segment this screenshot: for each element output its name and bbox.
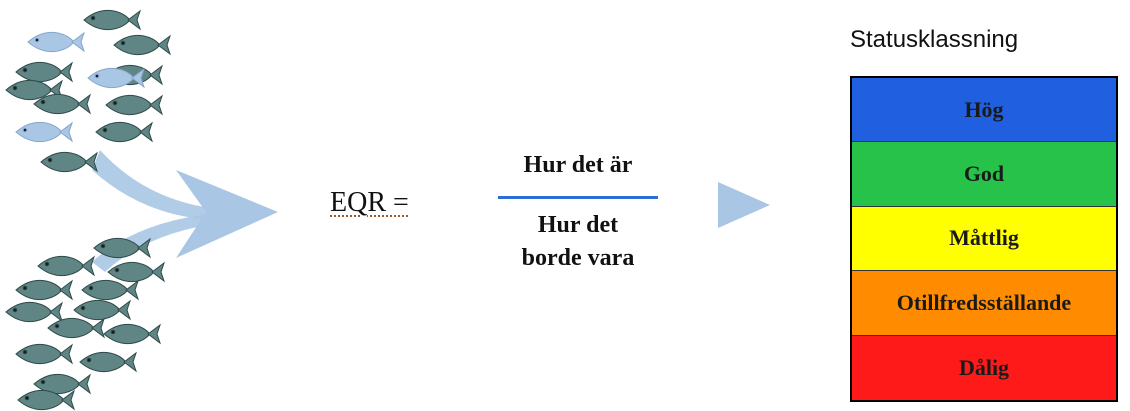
status-band-mattlig: Måttlig xyxy=(852,206,1116,272)
status-band-god: God xyxy=(852,142,1116,207)
status-label: Otillfredsställande xyxy=(896,289,1072,315)
status-label: Dålig xyxy=(958,354,1010,380)
fish-icon xyxy=(40,151,98,173)
status-scale: Hög God Måttlig Otillfredsställande Dåli… xyxy=(850,76,1118,402)
status-band-dalig: Dålig xyxy=(852,335,1116,400)
fish-icon xyxy=(15,61,73,83)
status-title: Statusklassning xyxy=(850,26,1019,53)
fish-icon xyxy=(17,389,75,411)
eqr-fraction: Hur det är Hur det borde vara xyxy=(492,145,664,295)
eqr-text: EQR = xyxy=(330,187,409,218)
status-label: God xyxy=(963,161,1005,187)
denominator-line-2: borde vara xyxy=(521,245,635,271)
denominator-line-1: Hur det xyxy=(537,212,619,238)
fish-icon xyxy=(95,121,153,143)
fish-illustration xyxy=(5,9,278,411)
fish-icon xyxy=(79,351,137,373)
status-label: Måttlig xyxy=(949,225,1019,251)
fish-icon xyxy=(73,299,131,321)
fish-icon xyxy=(103,323,161,345)
fish-icon xyxy=(15,279,73,301)
fish-icon xyxy=(5,301,63,323)
fish-icon xyxy=(83,9,141,31)
status-band-hog: Hög xyxy=(852,78,1116,143)
fish-icon xyxy=(47,317,105,339)
fish-icon xyxy=(15,121,73,143)
fish-icon xyxy=(113,34,171,56)
fraction-numerator: Hur det är xyxy=(523,152,633,178)
right-arrow-icon xyxy=(718,182,770,228)
fish-icon xyxy=(107,261,165,283)
fraction-denominator: Hur det borde vara xyxy=(492,209,664,275)
status-label: Hög xyxy=(964,96,1004,122)
fish-icon xyxy=(105,94,163,116)
fish-icon xyxy=(15,343,73,365)
fish-icon xyxy=(81,279,139,301)
curved-arrow-icon xyxy=(92,150,278,272)
fraction-line xyxy=(498,196,658,199)
fish-school-lower xyxy=(5,237,165,411)
status-band-otillfredsstallande: Otillfredsställande xyxy=(852,271,1116,336)
fish-school-upper xyxy=(5,9,171,173)
eqr-label: EQR = xyxy=(330,178,480,228)
fish-icon xyxy=(27,31,85,53)
fish-icon xyxy=(37,255,95,277)
